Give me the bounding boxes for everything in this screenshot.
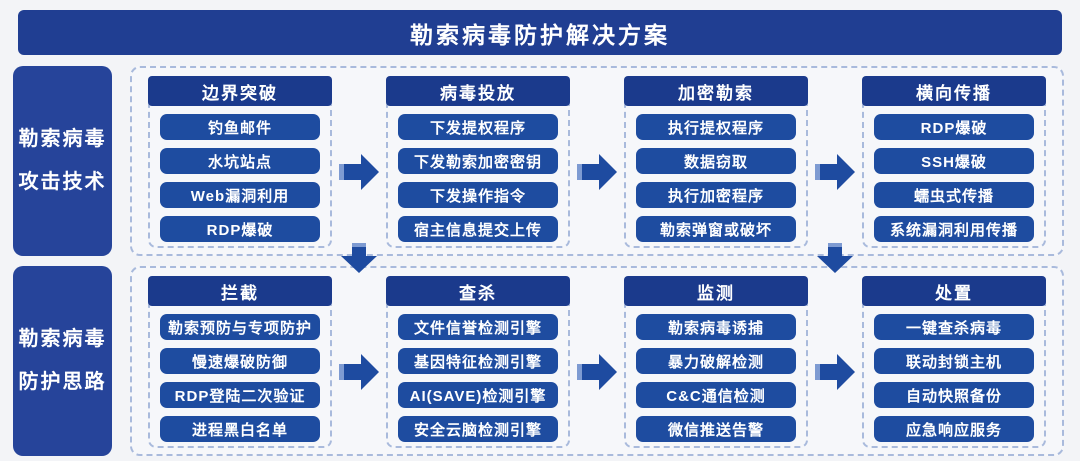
item: 安全云脑检测引擎 [398, 416, 558, 442]
item: 勒索预防与专项防护 [160, 314, 320, 340]
down-arrow-icon [341, 243, 377, 273]
flow-column-scan-kill: 查杀 文件信誉检测引擎 基因特征检测引擎 AI(SAVE)检测引擎 安全云脑检测… [386, 268, 570, 454]
side-label-attack-techniques: 勒索病毒 攻击技术 [13, 66, 112, 256]
right-arrow-icon [339, 154, 379, 190]
column-header: 查杀 [386, 276, 570, 306]
item: AI(SAVE)检测引擎 [398, 382, 558, 408]
right-arrow-icon [577, 154, 617, 190]
column-items: 执行提权程序 数据窃取 执行加密程序 勒索弹窗或破坏 [636, 114, 796, 242]
page-title: 勒索病毒防护解决方案 [18, 10, 1062, 55]
column-items: 文件信誉检测引擎 基因特征检测引擎 AI(SAVE)检测引擎 安全云脑检测引擎 [398, 314, 558, 442]
flow-column-lateral-spread: 横向传播 RDP爆破 SSH爆破 蠕虫式传播 系统漏洞利用传播 [862, 68, 1046, 254]
item: 数据窃取 [636, 148, 796, 174]
item: 自动快照备份 [874, 382, 1034, 408]
item: 下发操作指令 [398, 182, 558, 208]
item: C&C通信检测 [636, 382, 796, 408]
item: 下发勒索加密密钥 [398, 148, 558, 174]
down-arrow-icon [817, 243, 853, 273]
column-items: 勒索预防与专项防护 慢速爆破防御 RDP登陆二次验证 进程黑白名单 [160, 314, 320, 442]
item: 下发提权程序 [398, 114, 558, 140]
column-header: 病毒投放 [386, 76, 570, 106]
flow-column-intercept: 拦截 勒索预防与专项防护 慢速爆破防御 RDP登陆二次验证 进程黑白名单 [148, 268, 332, 454]
item: 执行提权程序 [636, 114, 796, 140]
item: RDP登陆二次验证 [160, 382, 320, 408]
item: Web漏洞利用 [160, 182, 320, 208]
item: 基因特征检测引擎 [398, 348, 558, 374]
column-items: 钓鱼邮件 水坑站点 Web漏洞利用 RDP爆破 [160, 114, 320, 242]
column-items: 下发提权程序 下发勒索加密密钥 下发操作指令 宿主信息提交上传 [398, 114, 558, 242]
item: 勒索弹窗或破坏 [636, 216, 796, 242]
right-arrow-icon [577, 354, 617, 390]
right-arrow-icon [339, 354, 379, 390]
column-items: 勒索病毒诱捕 暴力破解检测 C&C通信检测 微信推送告警 [636, 314, 796, 442]
column-header: 横向传播 [862, 76, 1046, 106]
item: 钓鱼邮件 [160, 114, 320, 140]
flow-column-dispose: 处置 一键查杀病毒 联动封锁主机 自动快照备份 应急响应服务 [862, 268, 1046, 454]
column-items: 一键查杀病毒 联动封锁主机 自动快照备份 应急响应服务 [874, 314, 1034, 442]
flow-column-encrypt-extort: 加密勒索 执行提权程序 数据窃取 执行加密程序 勒索弹窗或破坏 [624, 68, 808, 254]
item: 水坑站点 [160, 148, 320, 174]
item: 应急响应服务 [874, 416, 1034, 442]
item: 暴力破解检测 [636, 348, 796, 374]
flow-column-virus-delivery: 病毒投放 下发提权程序 下发勒索加密密钥 下发操作指令 宿主信息提交上传 [386, 68, 570, 254]
side-label-line: 防护思路 [18, 371, 107, 393]
column-header: 监测 [624, 276, 808, 306]
item: SSH爆破 [874, 148, 1034, 174]
right-arrow-icon [815, 354, 855, 390]
flow-column-boundary-breach: 边界突破 钓鱼邮件 水坑站点 Web漏洞利用 RDP爆破 [148, 68, 332, 254]
column-header: 处置 [862, 276, 1046, 306]
side-label-line: 勒索病毒 [18, 328, 107, 350]
item: RDP爆破 [160, 216, 320, 242]
item: 微信推送告警 [636, 416, 796, 442]
item: 宿主信息提交上传 [398, 216, 558, 242]
column-header: 边界突破 [148, 76, 332, 106]
item: 蠕虫式传播 [874, 182, 1034, 208]
attack-row: 边界突破 钓鱼邮件 水坑站点 Web漏洞利用 RDP爆破 病毒投放 下发提权程序… [130, 66, 1064, 256]
item: 系统漏洞利用传播 [874, 216, 1034, 242]
defense-row: 拦截 勒索预防与专项防护 慢速爆破防御 RDP登陆二次验证 进程黑白名单 查杀 … [130, 266, 1064, 456]
item: 一键查杀病毒 [874, 314, 1034, 340]
item: 进程黑白名单 [160, 416, 320, 442]
side-label-line: 勒索病毒 [18, 128, 107, 150]
flow-column-monitor: 监测 勒索病毒诱捕 暴力破解检测 C&C通信检测 微信推送告警 [624, 268, 808, 454]
item: 执行加密程序 [636, 182, 796, 208]
column-header: 加密勒索 [624, 76, 808, 106]
right-arrow-icon [815, 154, 855, 190]
item: 勒索病毒诱捕 [636, 314, 796, 340]
item: 慢速爆破防御 [160, 348, 320, 374]
item: RDP爆破 [874, 114, 1034, 140]
item: 文件信誉检测引擎 [398, 314, 558, 340]
column-header: 拦截 [148, 276, 332, 306]
side-label-line: 攻击技术 [18, 171, 107, 193]
side-label-defense-approach: 勒索病毒 防护思路 [13, 266, 112, 456]
item: 联动封锁主机 [874, 348, 1034, 374]
column-items: RDP爆破 SSH爆破 蠕虫式传播 系统漏洞利用传播 [874, 114, 1034, 242]
